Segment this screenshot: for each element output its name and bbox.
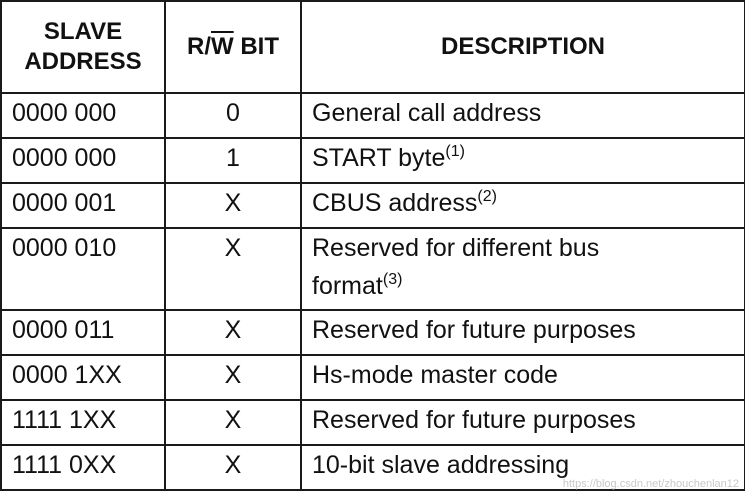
- cell-description: 10-bit slave addressing: [300, 444, 745, 491]
- footnote-ref: (1): [445, 143, 465, 160]
- header-description: DESCRIPTION: [300, 0, 745, 94]
- table-row: 0000 000 0 General call address: [0, 92, 745, 139]
- header-slave-address: SLAVE ADDRESS: [0, 0, 166, 94]
- cell-rw: X: [164, 399, 302, 446]
- table-row: 1111 1XX X Reserved for future purposes: [0, 399, 745, 446]
- table-row: 0000 1XX X Hs-mode master code: [0, 354, 745, 401]
- header-rw-suffix: BIT: [233, 33, 279, 60]
- cell-description: START byte(1): [300, 137, 745, 184]
- header-rw-bit: R/W BIT: [164, 0, 302, 94]
- cell-address: 0000 000: [0, 92, 166, 139]
- cell-address: 0000 011: [0, 309, 166, 356]
- cell-description: Reserved for future purposes: [300, 309, 745, 356]
- watermark: https://blog.csdn.net/zhouchenlan12: [562, 478, 739, 490]
- description-text-line2: format: [312, 272, 383, 300]
- description-text: START byte: [312, 144, 446, 172]
- table-row: 0000 010 X Reserved for different bus for…: [0, 227, 745, 311]
- header-description-label: DESCRIPTION: [440, 33, 605, 60]
- description-text: CBUS address: [312, 189, 478, 217]
- description-text: General call address: [312, 99, 542, 127]
- cell-description: Hs-mode master code: [300, 354, 745, 401]
- footnote-ref: (2): [477, 188, 497, 205]
- header-rw-overline: W: [211, 33, 234, 60]
- cell-address: 0000 001: [0, 182, 166, 229]
- cell-description: General call address: [300, 92, 745, 139]
- table-row: 0000 001 X CBUS address(2): [0, 182, 745, 229]
- description-text: Reserved for future purposes: [312, 316, 636, 344]
- cell-description: CBUS address(2): [300, 182, 745, 229]
- cell-address: 0000 000: [0, 137, 166, 184]
- cell-address: 0000 1XX: [0, 354, 166, 401]
- description-text: Reserved for future purposes: [312, 406, 636, 434]
- cell-address: 0000 010: [0, 227, 166, 311]
- cell-address: 1111 1XX: [0, 399, 166, 446]
- cell-rw: X: [164, 227, 302, 311]
- cell-rw: X: [164, 182, 302, 229]
- cell-rw: 0: [164, 92, 302, 139]
- header-address-line1: SLAVE: [43, 18, 123, 45]
- table-row: 1111 0XX X 10-bit slave addressing: [0, 444, 745, 491]
- description-text-line1: Reserved for different bus: [312, 234, 600, 262]
- table-row: 0000 000 1 START byte(1): [0, 137, 745, 184]
- cell-rw: X: [164, 444, 302, 491]
- cell-address: 1111 0XX: [0, 444, 166, 491]
- cell-rw: X: [164, 309, 302, 356]
- table-row: 0000 011 X Reserved for future purposes: [0, 309, 745, 356]
- description-text: 10-bit slave addressing: [312, 451, 570, 479]
- cell-description: Reserved for different bus format(3): [300, 227, 745, 311]
- header-row: SLAVE ADDRESS R/W BIT DESCRIPTION: [0, 0, 745, 94]
- header-rw-prefix: R/: [187, 33, 211, 60]
- cell-rw: X: [164, 354, 302, 401]
- cell-description: Reserved for future purposes: [300, 399, 745, 446]
- cell-rw: 1: [164, 137, 302, 184]
- header-address-line2: ADDRESS: [24, 48, 142, 75]
- footnote-ref: (3): [382, 271, 403, 288]
- description-text: Hs-mode master code: [312, 361, 558, 389]
